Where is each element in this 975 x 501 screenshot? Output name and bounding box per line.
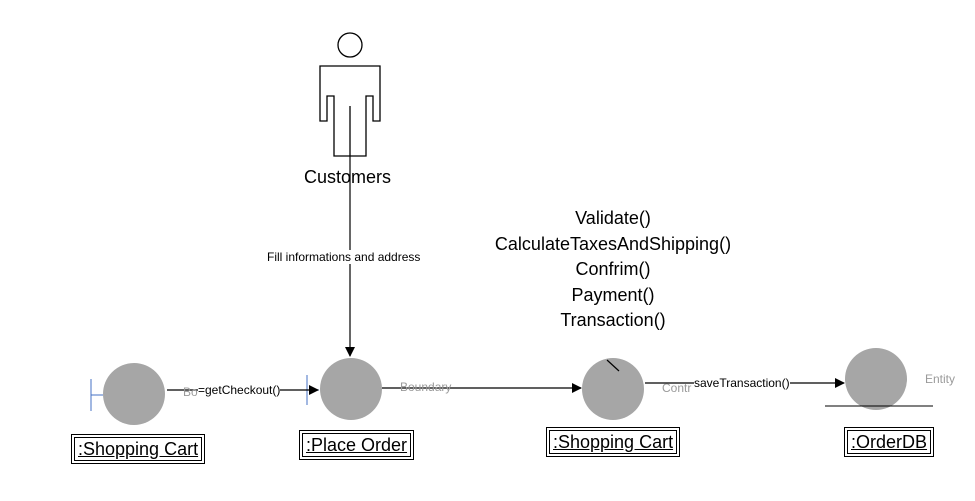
actor-head (337, 32, 363, 58)
actor-label: Customers (304, 167, 392, 187)
method-transaction: Transaction() (560, 310, 666, 330)
control-methods-list: Validate() CalculateTaxesAndShipping() C… (470, 206, 756, 334)
boundary-stereotype-label: Boundary (400, 380, 452, 394)
method-validate: Validate() (575, 208, 651, 228)
boundary-node-cart (90, 363, 165, 425)
control-node-cart (582, 358, 644, 420)
object-label-shopping-cart-2: :Shopping Cart (545, 427, 681, 457)
object-label-shopping-cart-1: :Shopping Cart (70, 434, 206, 464)
bo-stereotype-fragment: Bo (183, 385, 198, 399)
get-checkout-message: =getCheckout() (198, 383, 281, 397)
object-label-place-order: :Place Order (298, 430, 415, 460)
object-label-orderdb: :OrderDB (843, 427, 935, 457)
fill-info-message: Fill informations and address (267, 250, 421, 264)
method-confrim: Confrim() (575, 259, 651, 279)
entity-stereotype-label: Entity (925, 372, 956, 386)
entity-node-orderdb (825, 348, 933, 410)
boundary-node-place-order (306, 358, 382, 420)
actor-figure (319, 32, 381, 157)
method-payment: Payment() (571, 284, 655, 305)
contr-stereotype-fragment: Contr (662, 381, 692, 395)
method-calculate-taxes: CalculateTaxesAndShipping() (494, 233, 732, 254)
save-transaction-message: saveTransaction() (694, 376, 790, 390)
